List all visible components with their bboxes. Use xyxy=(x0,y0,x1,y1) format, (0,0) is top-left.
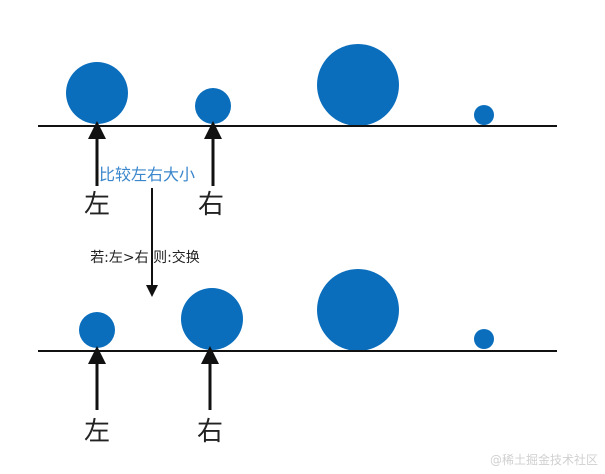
bottom-ball-4 xyxy=(474,329,494,349)
bottom-right-pointer-label: 右 xyxy=(197,417,223,447)
top-row: 左 右 比较左右大小 xyxy=(38,44,557,220)
bottom-ball-3 xyxy=(317,269,399,351)
watermark: @稀土掘金技术社区 xyxy=(490,452,598,467)
top-ball-1 xyxy=(66,62,128,124)
top-left-pointer-label: 左 xyxy=(84,190,110,220)
bottom-ball-1 xyxy=(79,312,115,348)
swap-condition-label: 若:左>右 则:交换 xyxy=(90,249,200,266)
top-ball-4 xyxy=(474,105,494,125)
transition: 若:左>右 则:交换 xyxy=(90,188,200,297)
compare-label: 比较左右大小 xyxy=(99,165,195,184)
top-ball-3 xyxy=(317,44,399,126)
top-ball-2 xyxy=(195,88,231,124)
bottom-left-pointer-label: 左 xyxy=(84,417,110,447)
bottom-ball-2 xyxy=(181,288,243,350)
top-right-pointer-label: 右 xyxy=(198,190,224,220)
bottom-row: 左 右 xyxy=(38,269,557,447)
